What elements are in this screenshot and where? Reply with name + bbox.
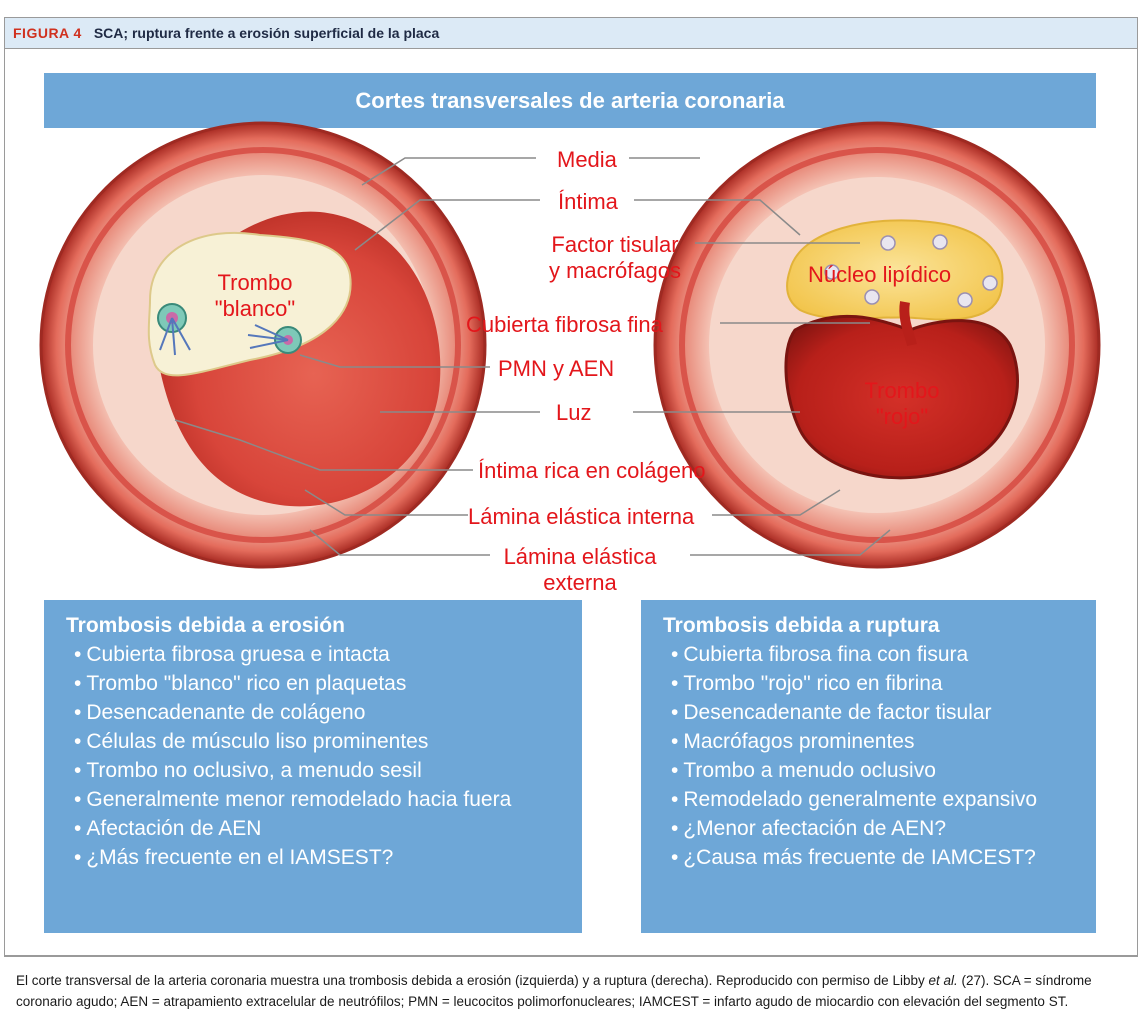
label-nucleo-lipidico: Núcleo lipídico (808, 262, 951, 288)
list-item: Afectación de AEN (66, 814, 582, 843)
label-intima-colageno: Íntima rica en colágeno (478, 458, 705, 484)
erosion-box-title: Trombosis debida a erosión (66, 612, 582, 640)
label-lamina-externa: Lámina elástica externa (480, 544, 680, 596)
list-item: Cubierta fibrosa fina con fisura (663, 640, 1096, 669)
list-item: ¿Causa más frecuente de IAMCEST? (663, 843, 1096, 872)
list-item: ¿Más frecuente en el IAMSEST? (66, 843, 582, 872)
list-item: Desencadenante de factor tisular (663, 698, 1096, 727)
label-lamina-interna: Lámina elástica interna (468, 504, 694, 530)
caption-italic: et al. (928, 973, 957, 988)
right-artery-rupture (655, 123, 1099, 567)
rupture-box-title: Trombosis debida a ruptura (663, 612, 1096, 640)
list-item: Desencadenante de colágeno (66, 698, 582, 727)
label-lamina-externa-line1: Lámina elástica (480, 544, 680, 570)
list-item: Macrófagos prominentes (663, 727, 1096, 756)
label-trombo-blanco-line1: Trombo (195, 270, 315, 296)
label-cubierta-fibrosa-fina: Cubierta fibrosa fina (466, 312, 663, 338)
list-item: Trombo a menudo oclusivo (663, 756, 1096, 785)
list-item: Trombo "rojo" rico en fibrina (663, 669, 1096, 698)
label-trombo-rojo-line1: Trombo (852, 378, 952, 404)
label-intima: Íntima (558, 189, 618, 215)
label-factor-tisular-line1: Factor tisular (540, 232, 690, 258)
label-trombo-blanco: Trombo "blanco" (195, 270, 315, 322)
caption-text-1: El corte transversal de la arteria coron… (16, 973, 928, 988)
label-luz: Luz (556, 400, 591, 426)
rupture-box: Trombosis debida a ruptura Cubierta fibr… (641, 600, 1096, 933)
caption-divider (4, 955, 1138, 956)
list-item: Remodelado generalmente expansivo (663, 785, 1096, 814)
label-factor-tisular: Factor tisular y macrófagos (540, 232, 690, 284)
erosion-box: Trombosis debida a erosión Cubierta fibr… (44, 600, 582, 933)
list-item: Trombo no oclusivo, a menudo sesil (66, 756, 582, 785)
list-item: Cubierta fibrosa gruesa e intacta (66, 640, 582, 669)
list-item: Células de músculo liso prominentes (66, 727, 582, 756)
list-item: Generalmente menor remodelado hacia fuer… (66, 785, 582, 814)
figure-caption: El corte transversal de la arteria coron… (16, 970, 1126, 1012)
left-artery-erosion (41, 123, 485, 567)
label-trombo-blanco-line2: "blanco" (195, 296, 315, 322)
label-trombo-rojo: Trombo "rojo" (852, 378, 952, 430)
list-item: Trombo "blanco" rico en plaquetas (66, 669, 582, 698)
list-item: ¿Menor afectación de AEN? (663, 814, 1096, 843)
label-media: Media (557, 147, 617, 173)
label-trombo-rojo-line2: "rojo" (852, 404, 952, 430)
label-lamina-externa-line2: externa (480, 570, 680, 596)
erosion-list: Cubierta fibrosa gruesa e intacta Trombo… (66, 640, 582, 872)
rupture-list: Cubierta fibrosa fina con fisura Trombo … (663, 640, 1096, 872)
label-factor-tisular-line2: y macrófagos (540, 258, 690, 284)
label-pmn-aen: PMN y AEN (498, 356, 614, 382)
